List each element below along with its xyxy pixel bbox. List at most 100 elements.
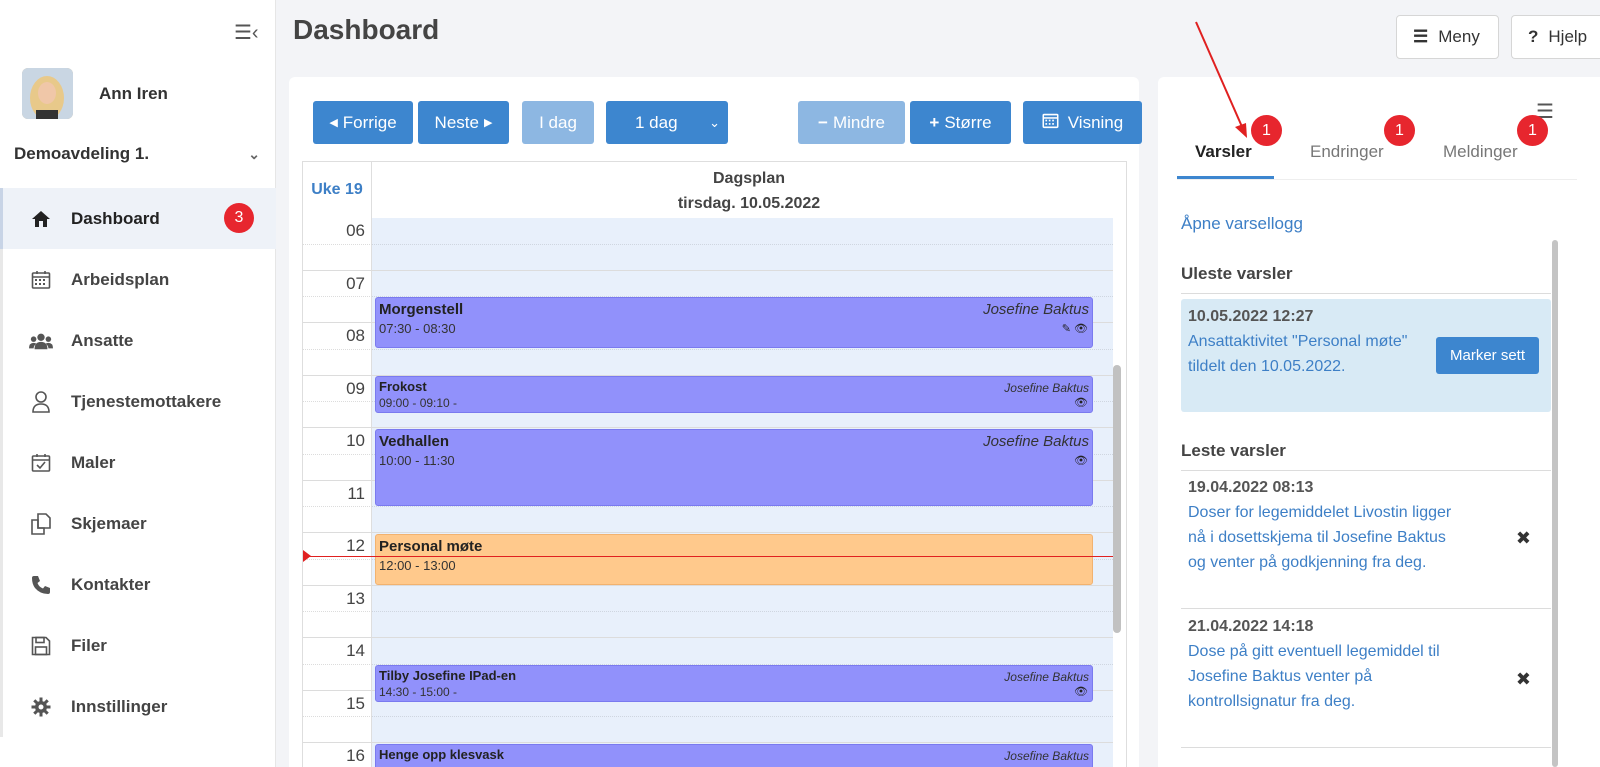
page-title: Dashboard: [293, 14, 440, 45]
hour-label: 08: [346, 326, 365, 345]
prev-button[interactable]: ◀ Forrige: [313, 101, 413, 144]
tab-varsler[interactable]: Varsler: [1195, 142, 1252, 162]
sidebar-item-label: Skjemaer: [71, 513, 147, 533]
sidebar-item-kontakter[interactable]: Kontakter: [0, 554, 276, 615]
eye-icon[interactable]: 👁: [1074, 686, 1088, 698]
sidebar-item-tjenestemottakere[interactable]: Tjenestemottakere: [0, 371, 276, 432]
menu-button-label: Meny: [1438, 27, 1480, 46]
sidebar-item-skjemaer[interactable]: Skjemaer: [0, 493, 276, 554]
notification-text[interactable]: Josefine Baktus venter på: [1188, 668, 1373, 685]
hamburger-icon: ☰: [1413, 27, 1429, 46]
notification-text[interactable]: tildelt den 10.05.2022.: [1188, 358, 1346, 375]
edit-view-icons[interactable]: ✎ 👁: [1061, 323, 1088, 335]
menu-button[interactable]: ☰ Meny: [1396, 15, 1499, 59]
open-log-link[interactable]: Åpne varsellogg: [1181, 214, 1303, 233]
event-title: Personal møte: [379, 538, 483, 555]
sidebar-item-arbeidsplan[interactable]: Arbeidsplan: [0, 249, 276, 310]
week-number[interactable]: Uke 19: [303, 162, 372, 218]
close-icon[interactable]: ✖: [1515, 528, 1531, 548]
calendar-event[interactable]: Henge opp klesvask Josefine Baktus: [375, 744, 1093, 767]
notification-date: 21.04.2022 14:18: [1188, 618, 1314, 635]
gear-icon: [29, 695, 53, 719]
calendar-event[interactable]: Tilby Josefine IPad-en 14:30 - 15:00 - J…: [375, 665, 1093, 702]
calendar-scrollbar[interactable]: [1113, 365, 1121, 633]
avatar[interactable]: [22, 68, 73, 119]
mark-seen-button[interactable]: Marker sett: [1436, 337, 1539, 374]
sidebar-item-maler[interactable]: Maler: [0, 432, 276, 493]
tab-endringer[interactable]: Endringer: [1310, 142, 1384, 162]
sidebar-item-ansatte[interactable]: Ansatte: [0, 310, 276, 371]
sidebar-collapse-icon[interactable]: ☰‹: [234, 22, 259, 44]
today-button[interactable]: I dag: [522, 101, 594, 144]
range-select[interactable]: 1 dag ⌄: [606, 101, 728, 144]
next-button[interactable]: Neste ▶: [418, 101, 509, 144]
sidebar-item-dashboard[interactable]: Dashboard 3: [0, 188, 276, 249]
event-time: 07:30 - 08:30: [379, 321, 456, 336]
day-calendar: Uke 19 Dagsplan tirsdag. 10.05.2022 06 0…: [302, 161, 1127, 767]
time-column: 06 07 08 09 10 11 12 13 14 15 16: [303, 218, 372, 767]
department-select[interactable]: Demoavdeling 1. ⌄: [14, 144, 260, 164]
dashboard-badge: 3: [224, 203, 254, 233]
range-label: 1 dag: [635, 112, 678, 132]
view-label: Visning: [1067, 112, 1124, 132]
eye-icon[interactable]: 👁: [1074, 397, 1088, 409]
tab-badge: 1: [1251, 115, 1282, 146]
sidebar-item-label: Maler: [71, 452, 116, 472]
smaller-button[interactable]: − Mindre: [798, 101, 905, 144]
smaller-label: Mindre: [832, 112, 885, 132]
unread-title: Uleste varsler: [1181, 264, 1293, 283]
day-header: Dagsplan tirsdag. 10.05.2022: [372, 162, 1126, 218]
event-time: 12:00 - 13:00: [379, 558, 456, 573]
sidebar-item-label: Innstillinger: [71, 696, 168, 716]
caret-left-icon: ◀: [329, 117, 338, 129]
calendar-event[interactable]: Vedhallen 10:00 - 11:30 Josefine Baktus …: [375, 429, 1093, 506]
event-time: 09:00 - 09:10 -: [379, 396, 458, 410]
read-notification: 21.04.2022 14:18 Dose på gitt eventuell …: [1181, 618, 1551, 714]
calendar-event[interactable]: Frokost 09:00 - 09:10 - Josefine Baktus …: [375, 376, 1093, 413]
active-tab-indicator: [1177, 176, 1274, 179]
notification-text[interactable]: og venter på godkjenning fra deg.: [1188, 554, 1427, 571]
help-button-label: Hjelp: [1548, 27, 1588, 46]
close-icon[interactable]: ✖: [1515, 669, 1531, 689]
sidebar-item-label: Filer: [71, 635, 107, 655]
floppy-icon: [29, 634, 53, 658]
calendar-icon: [29, 268, 53, 292]
notification-text[interactable]: Ansattaktivitet "Personal møte": [1188, 333, 1408, 350]
help-button[interactable]: ? Hjelp: [1511, 15, 1600, 59]
notification-text[interactable]: kontrollsignatur fra deg.: [1188, 693, 1356, 710]
sidebar-item-filer[interactable]: Filer: [0, 615, 276, 676]
hour-label: 06: [346, 221, 365, 240]
tab-label: Varsler: [1195, 142, 1252, 161]
eye-icon[interactable]: 👁: [1074, 455, 1088, 467]
bigger-button[interactable]: + Større: [910, 101, 1011, 144]
current-time-marker: [303, 550, 311, 562]
notification-text[interactable]: Doser for legemiddelet Livostin ligger: [1188, 504, 1452, 521]
phone-icon: [29, 573, 53, 597]
sidebar-menu: Dashboard 3 Arbeidsplan Ansatte Tjeneste…: [0, 188, 276, 737]
sidebar-item-label: Ansatte: [71, 330, 134, 350]
sidebar-item-label: Dashboard: [71, 208, 160, 228]
hour-label: 16: [346, 746, 365, 765]
tab-label: Meldinger: [1443, 142, 1518, 161]
sidebar-item-innstillinger[interactable]: Innstillinger: [0, 676, 276, 737]
calendar-event[interactable]: Morgenstell 07:30 - 08:30 Josefine Baktu…: [375, 297, 1093, 348]
view-button[interactable]: Visning: [1023, 101, 1142, 144]
notification-text[interactable]: Dose på gitt eventuell legemiddel til: [1188, 643, 1440, 660]
event-person: Josefine Baktus: [983, 433, 1089, 450]
calendar-panel: ◀ Forrige Neste ▶ I dag 1 dag ⌄ − Mindre…: [289, 77, 1142, 767]
tab-meldinger[interactable]: Meldinger: [1443, 142, 1518, 162]
notification-date: 10.05.2022 12:27: [1188, 308, 1314, 325]
notification-text[interactable]: nå i dosettskjema til Josefine Baktus: [1188, 529, 1446, 546]
panel-scrollbar[interactable]: [1552, 240, 1558, 767]
copy-icon: [29, 512, 53, 536]
sidebar-item-label: Kontakter: [71, 574, 151, 594]
event-title: Henge opp klesvask: [379, 747, 504, 762]
home-icon: [29, 207, 53, 231]
calendar-event[interactable]: Personal møte 12:00 - 13:00: [375, 534, 1093, 585]
prev-label: Forrige: [342, 112, 397, 132]
event-time: 14:30 - 15:00 -: [379, 685, 458, 699]
today-label: I dag: [539, 112, 577, 132]
caret-right-icon: ▶: [483, 117, 493, 129]
day-column[interactable]: Morgenstell 07:30 - 08:30 Josefine Baktu…: [372, 218, 1113, 767]
notifications-panel: ☰ Varsler Endringer Meldinger 1 1 1 Åpne…: [1158, 77, 1600, 767]
